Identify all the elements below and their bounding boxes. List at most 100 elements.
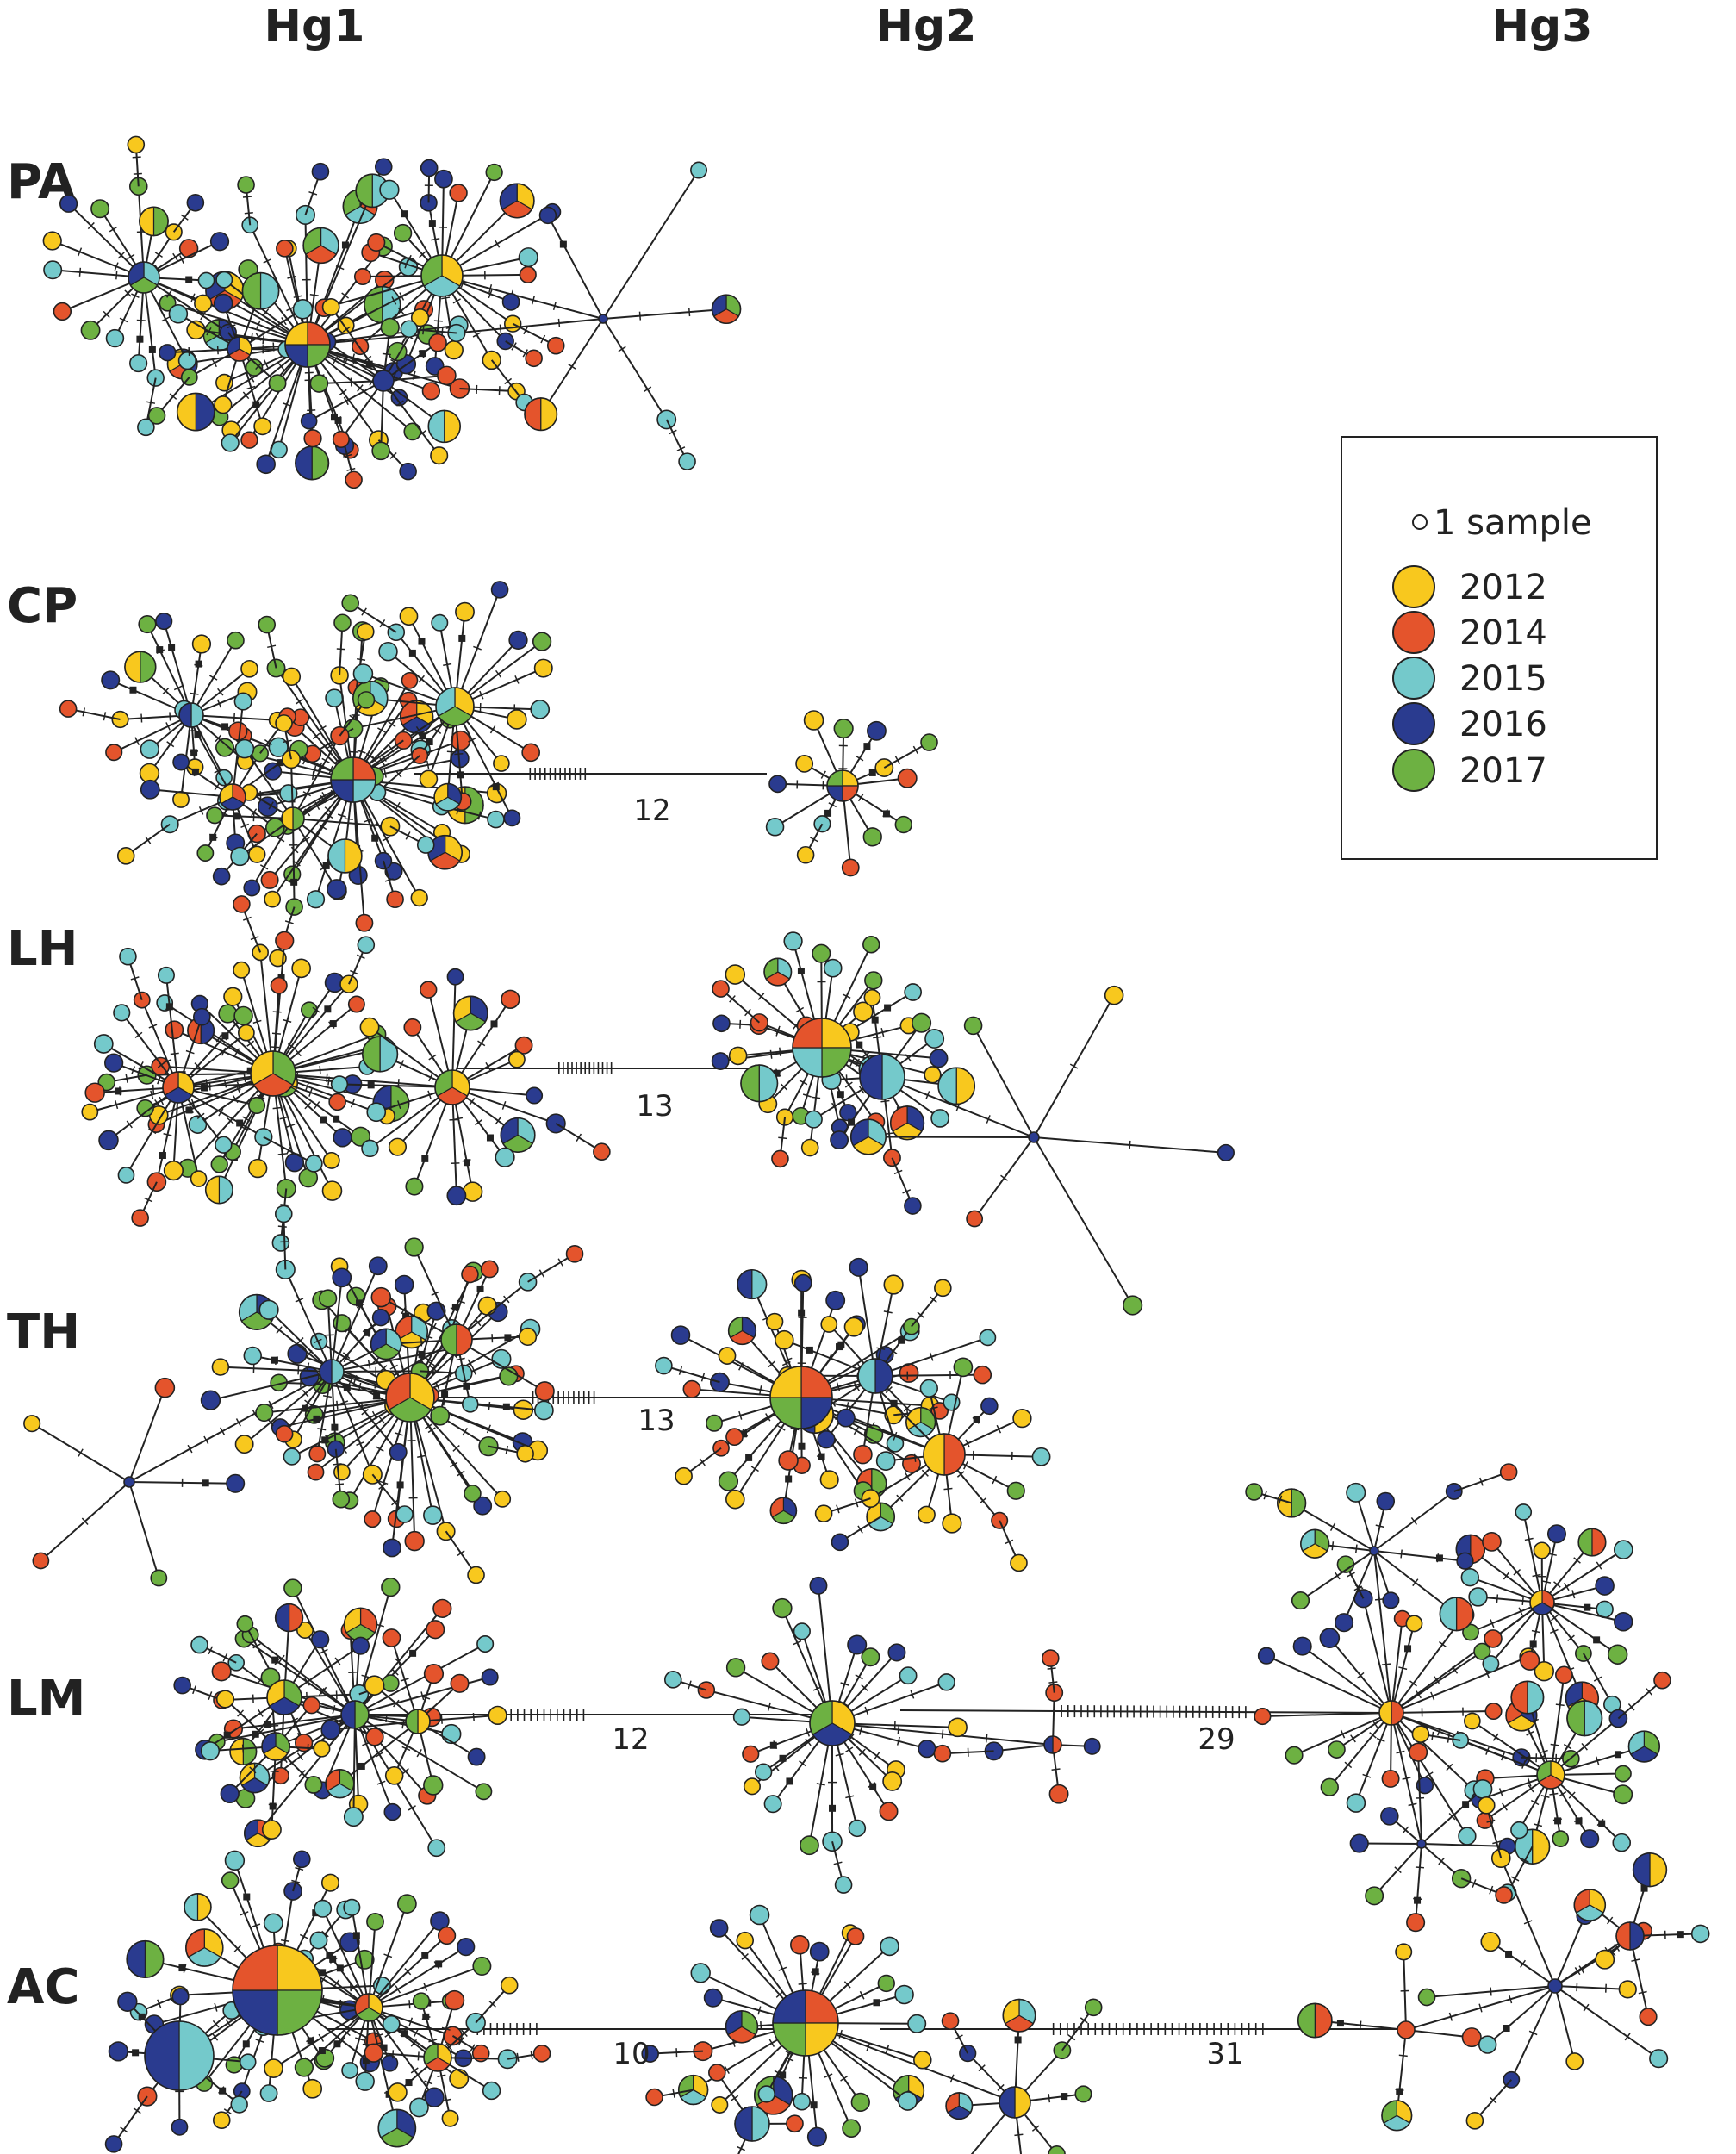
ac-hg1-haplotype-slice — [144, 1940, 165, 1978]
lm-hg3-mutation-tick — [1550, 1743, 1559, 1746]
ac-hg2-haplotype — [850, 2092, 870, 2113]
cp-hg1-haplotype — [264, 890, 282, 908]
ac-hg1-median-vector — [405, 2079, 413, 2087]
cp-hg1-mutation-tick — [446, 750, 456, 753]
lm-hg3-haplotype — [1533, 1541, 1551, 1559]
th-hg1-haplotype — [200, 1390, 221, 1410]
cp-hg1-mutation-tick — [479, 690, 484, 700]
cp-hg1-haplotype — [191, 634, 212, 654]
pa-hg1-branch — [67, 202, 145, 278]
th-hg1-branch — [527, 1253, 576, 1283]
lh-hg1-mutation-tick — [312, 1006, 320, 1013]
cp-hg1-haplotype — [306, 890, 326, 909]
ac-hg3-median-vector — [1503, 2025, 1510, 2033]
lh-hg2-haplotype — [853, 1001, 874, 1023]
cp-hg1-haplotype — [243, 879, 261, 897]
th-hg1-haplotype — [243, 1346, 262, 1366]
th-hg1-mutation-tick — [505, 1445, 509, 1455]
cp-hg1-haplotype — [233, 692, 252, 711]
pa-hg1-mutation-tick — [499, 324, 502, 333]
lh-hg2-mutation-tick — [802, 1093, 812, 1098]
lm-hg1-mutation-tick — [208, 1691, 213, 1700]
th-hg2-mutation-tick — [883, 1310, 893, 1314]
cp-hg1-mutation-tick — [454, 752, 464, 756]
lh-hg1-mutation-tick — [243, 1073, 246, 1082]
row-label-th: TH — [7, 1304, 80, 1360]
lh-hg1-mutation-tick — [131, 1066, 136, 1075]
lh-hg1-mutation-tick — [150, 1090, 154, 1099]
ac-hg2-haplotype — [789, 1934, 810, 1955]
lh-hg2-haplotype — [800, 1138, 819, 1157]
lm-hg1-mutation-tick — [332, 1704, 336, 1715]
pa-hg1-haplotype — [410, 308, 430, 327]
lm-hg1-haplotype — [426, 1620, 445, 1640]
lm-hg1-haplotype — [236, 1615, 254, 1633]
ac-hg2-haplotype — [1084, 1998, 1103, 2017]
pa-hg1-mutation-tick — [161, 316, 170, 322]
th-hg1-median-vector — [321, 1436, 329, 1444]
lm-hg2-central-haplotype-outline — [1043, 1735, 1062, 1754]
pa-hg1-haplotype — [241, 271, 280, 310]
ac-hg1-haplotype — [397, 1894, 417, 1914]
lh-hg1-haplotype — [403, 1018, 422, 1037]
ac-hg2-mutation-tick — [840, 2075, 849, 2082]
cp-hg1-mutation-tick — [415, 725, 422, 735]
pa-hg1-haplotype — [501, 292, 520, 311]
lm-hg2-haplotype — [772, 1597, 793, 1619]
lh-hg1-haplotype — [188, 1115, 208, 1134]
cp-hg1-mutation-tick — [489, 725, 496, 734]
cp-hg2-haplotype — [768, 775, 787, 794]
th-hg1-mutation-tick — [462, 1428, 468, 1436]
ac-hg2-haplotype — [894, 1984, 914, 2005]
ac-hg2-haplotype — [708, 2064, 726, 2082]
ac-hg2-median-vector — [873, 1999, 880, 2007]
ac-hg1-haplotype — [444, 1989, 465, 2011]
ac-hg1-haplotype — [293, 1850, 311, 1869]
lh-hg2-mutation-tick — [845, 1074, 848, 1084]
th-hg2-mutation-tick — [699, 1458, 706, 1466]
lh-hg1-haplotype — [339, 974, 358, 993]
pa-hg1-haplotype — [213, 293, 233, 314]
lh-hg2-central-haplotype — [859, 1054, 905, 1100]
pa-hg1-mutation-tick — [357, 384, 364, 392]
cp-hg1-mutation-tick — [443, 663, 452, 667]
cp-hg1-mutation-tick — [82, 707, 85, 717]
lh-hg1-mutation-tick — [233, 1048, 240, 1056]
cp-hg1-median-vector — [190, 749, 198, 756]
th-hg2-branch — [663, 1365, 720, 1384]
th-hg1-median-vector — [343, 1384, 351, 1391]
cp-hg1-mutation-tick — [418, 675, 426, 683]
ac-hg3-haplotype — [1477, 1796, 1496, 1815]
ac-hg1-haplotype — [117, 1991, 138, 2012]
step-label-lh-hg1-hg2: 13 — [636, 1089, 673, 1124]
th-hg1-mutation-tick — [220, 1427, 226, 1435]
lm-hg2-mutation-tick — [858, 1726, 863, 1735]
lh-hg1-mutation-tick — [148, 1128, 157, 1135]
lm-hg2-haplotype — [725, 1658, 746, 1678]
lh-hg1-mutation-tick — [257, 1094, 265, 1100]
th-hg2-central-haplotype-outline — [923, 1433, 966, 1476]
lm-hg1-haplotype — [313, 1740, 331, 1758]
lh-hg1-haplotype — [215, 1136, 233, 1154]
lm-hg3-median-vector — [1414, 1896, 1422, 1904]
lm-hg1-haplotype — [381, 1577, 401, 1597]
cp-hg1-median-vector — [371, 834, 379, 842]
ac-hg2-mutation-tick — [731, 2095, 739, 2101]
pa-hg1-haplotype — [449, 184, 468, 202]
cp-hg1-mutation-tick — [324, 806, 333, 813]
th-hg1-haplotype — [32, 1552, 50, 1570]
ac-hg1-haplotype — [184, 1893, 212, 1921]
pa-hg1-mutation-tick — [669, 429, 677, 435]
cp-hg1-mutation-tick — [162, 687, 170, 695]
pa-hg1-haplotype — [371, 441, 390, 461]
th-hg1-haplotype — [308, 1445, 327, 1463]
pa-hg1-mutation-tick — [494, 240, 501, 248]
lm-hg3-haplotype — [1613, 1612, 1633, 1632]
lm-hg3-haplotype — [1300, 1528, 1330, 1559]
cp-hg1-mutation-tick — [382, 836, 391, 842]
lm-hg1-mutation-tick — [320, 1648, 328, 1654]
th-hg1-mutation-tick — [431, 1291, 440, 1297]
cp-hg1-haplotype — [341, 594, 359, 613]
cp-hg1-branch — [150, 788, 233, 798]
lm-hg1-branch — [339, 1721, 419, 1784]
